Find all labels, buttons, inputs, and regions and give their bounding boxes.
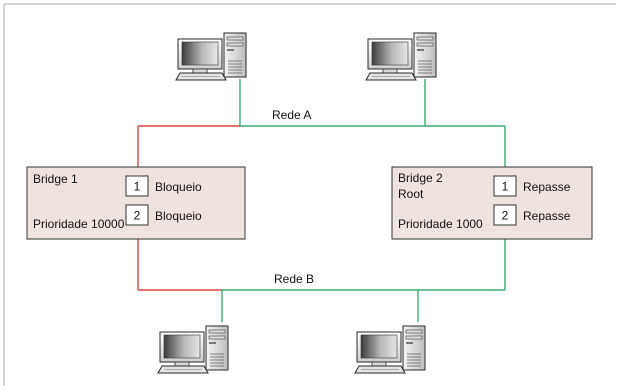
- bridge-2-name: Bridge 2: [398, 171, 443, 185]
- bridge-2-port-1-number: 1: [502, 180, 509, 194]
- bridge-2-port-2-number: 2: [502, 209, 509, 223]
- desktop-computer-icon[interactable]: [175, 32, 247, 81]
- bridge-1-port-2[interactable]: [125, 204, 149, 226]
- bridge-1-name: Bridge 1: [33, 172, 78, 186]
- bridge-2-box: [391, 166, 593, 240]
- network-b-links: [137, 226, 506, 322]
- bridge-2[interactable]: Bridge 2 Root Prioridade 1000 1 Repasse …: [391, 166, 593, 240]
- desktop-computer-icon[interactable]: [354, 325, 426, 374]
- bridge-2-port-1[interactable]: [493, 175, 517, 197]
- rede-a-label: Rede A: [272, 108, 311, 122]
- bridge-2-port-2[interactable]: [493, 204, 517, 226]
- bridge-1[interactable]: Bridge 1 Prioridade 10000 1 Bloqueio 2 B…: [26, 166, 246, 240]
- bridge-2-priority: Prioridade 1000: [398, 217, 483, 231]
- bridge-2-port-1-state: Repasse: [523, 180, 571, 194]
- bridge-1-port-1[interactable]: [125, 175, 149, 197]
- bridge-1-port-2-state: Bloqueio: [155, 209, 202, 223]
- desktop-computer-icon[interactable]: [365, 32, 437, 81]
- bridge-1-port-1-state: Bloqueio: [155, 180, 202, 194]
- desktop-computer-icon[interactable]: [157, 325, 229, 374]
- bridge-1-port-2-number: 2: [134, 209, 141, 223]
- bridge-1-port-1-number: 1: [134, 180, 141, 194]
- bridge-1-priority: Prioridade 10000: [33, 217, 125, 231]
- bridge-2-role: Root: [398, 187, 424, 201]
- rede-b-label: Rede B: [274, 272, 314, 286]
- bridge-2-port-2-state: Repasse: [523, 209, 571, 223]
- network-a-links: [137, 79, 506, 180]
